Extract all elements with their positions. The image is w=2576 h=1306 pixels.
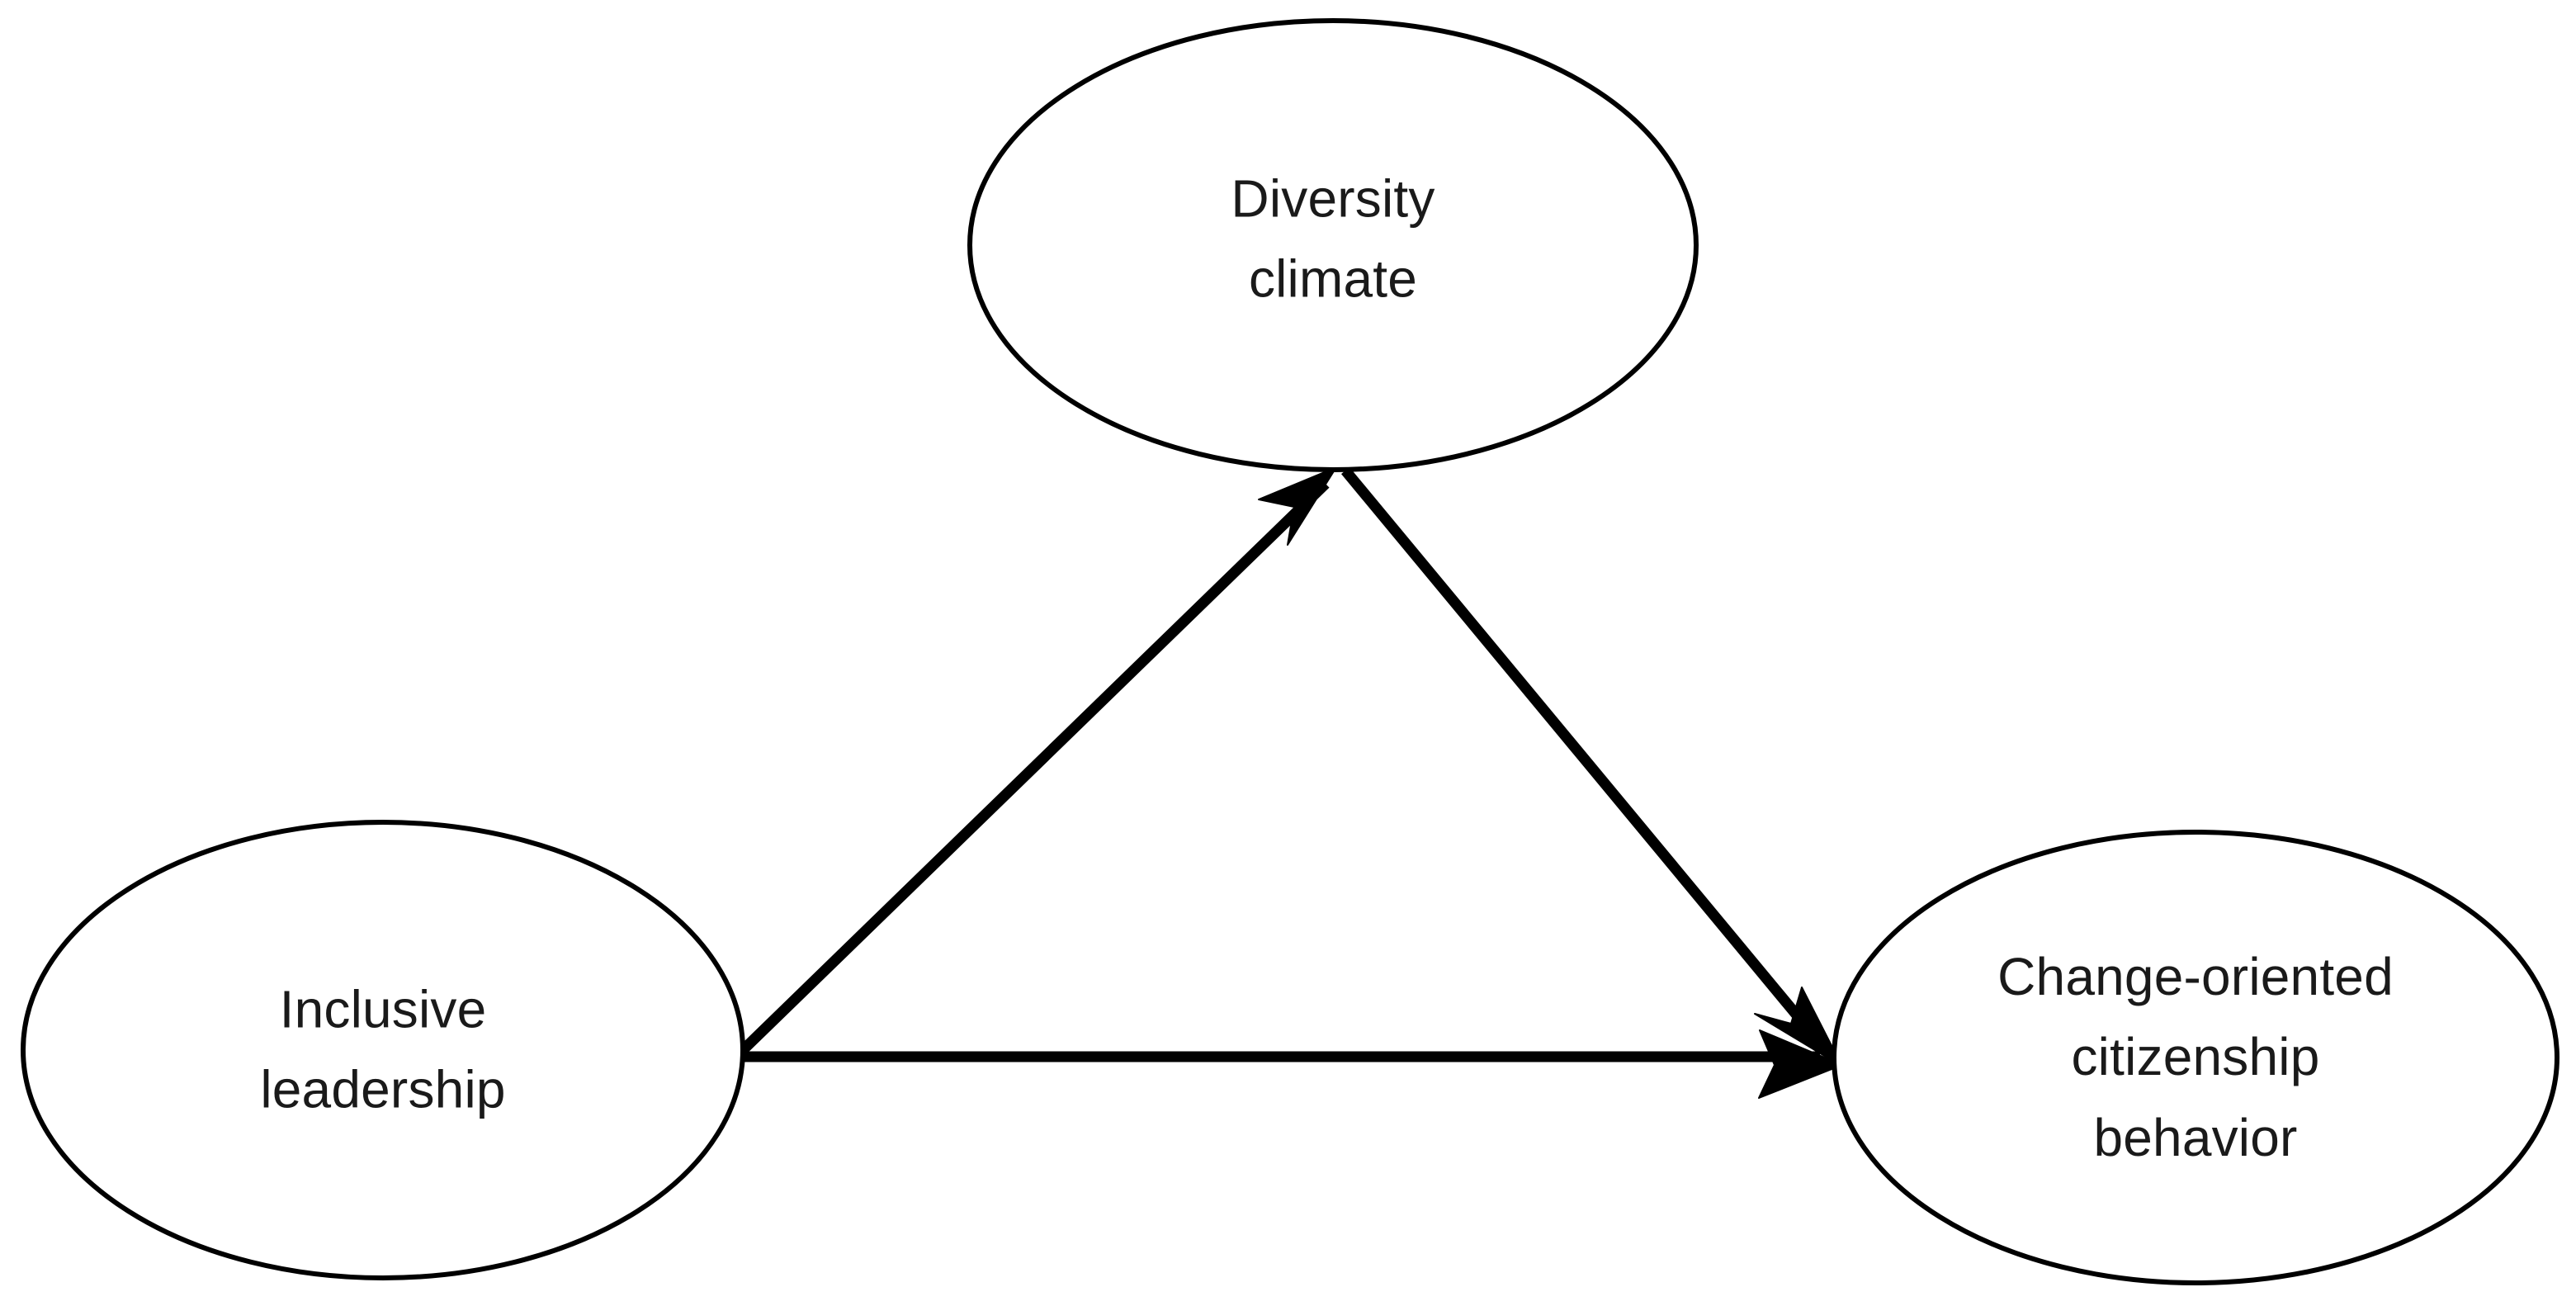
edge-inclusive-leadership-to-change-oriented-citizenship-behavior	[743, 1029, 1843, 1099]
node-diversity-climate[interactable]	[967, 18, 1699, 472]
node-inclusive-leadership[interactable]	[21, 820, 745, 1280]
edge-line-il-to-dc	[739, 480, 1330, 1054]
arrowhead-diagonal-to-change-oriented	[1754, 987, 1843, 1067]
edge-diversity-climate-to-change-oriented-citizenship-behavior	[1340, 466, 1843, 1067]
node-change-oriented-citizenship-behavior[interactable]	[1832, 830, 2559, 1285]
edge-inclusive-leadership-to-diversity-climate	[739, 466, 1337, 1054]
edge-line-dc-to-cocb	[1340, 466, 1831, 1054]
arrowhead-to-diversity-climate	[1258, 466, 1337, 546]
arrowhead-horizontal-to-change-oriented	[1758, 1029, 1843, 1099]
